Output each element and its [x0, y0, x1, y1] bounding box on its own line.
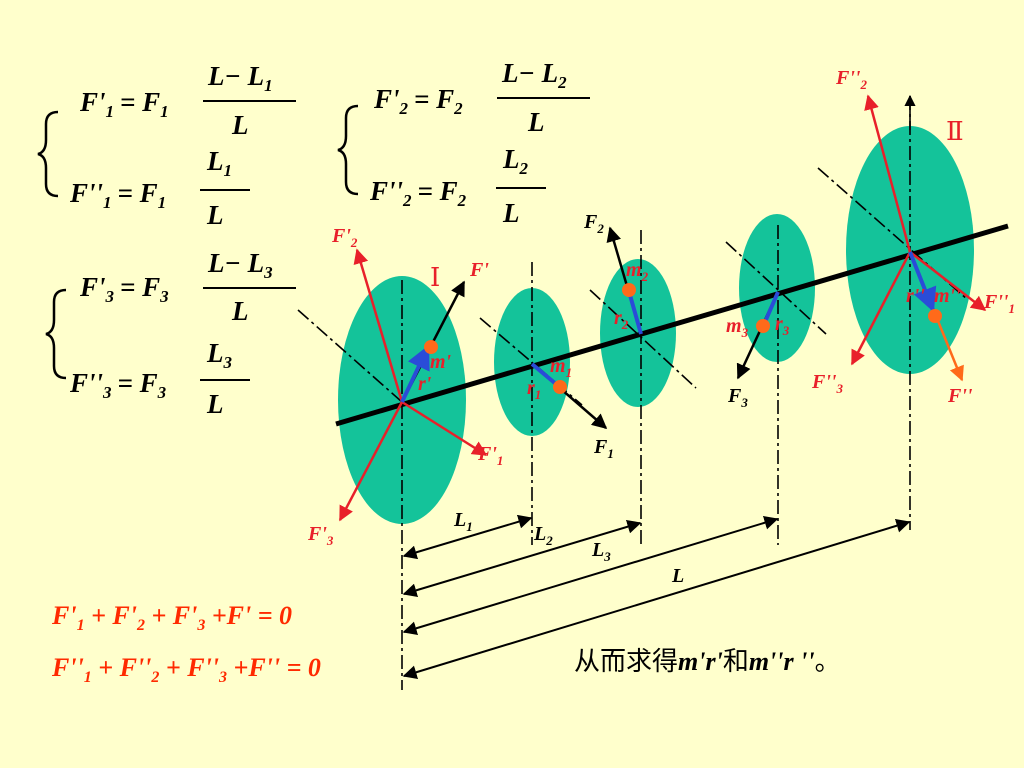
shaft: [335, 223, 1009, 427]
force-F-double-prime-2: [864, 94, 912, 253]
label-plane-2: Ⅱ: [946, 117, 964, 147]
label-F2: F2: [583, 211, 604, 236]
label-m2: m2: [626, 259, 649, 284]
label-L: L: [671, 565, 684, 587]
dimension-lines: [402, 514, 911, 680]
formula-f1pp-num: L1: [206, 146, 232, 180]
radius-r1: [530, 362, 558, 386]
mass-m1: [553, 380, 567, 394]
brace-1: [37, 110, 59, 198]
label-m3: m3: [726, 315, 749, 340]
label-F-prime: F': [469, 259, 489, 281]
label-r-double-prime: r'': [906, 285, 925, 307]
force-F-prime-1: [401, 400, 488, 457]
disc-3-vectors: [736, 291, 780, 380]
label-F-prime-1: F'1: [477, 443, 503, 468]
label-F-double-prime: F'': [947, 385, 973, 407]
conclusion-text: 从而求得m'r'和m''r ''。: [574, 647, 841, 677]
label-r-prime: r': [418, 373, 432, 395]
formula-f1p-den: L: [231, 110, 249, 140]
formula-f1pp: F''1= F1: [69, 178, 166, 212]
sum-equation-prime: F'1 + F'2 + F'3 +F' = 0: [51, 601, 292, 634]
force-F-double-prime-3: [850, 251, 912, 366]
formula-f1p-num: L− L1: [207, 61, 273, 95]
formula-f2p: F'2= F2: [373, 84, 463, 118]
mass-m-prime: [424, 340, 438, 354]
mass-m2: [622, 283, 636, 297]
label-plane-1: Ⅰ: [430, 263, 440, 293]
disc-2-vectors: [606, 226, 643, 335]
label-L2: L2: [533, 523, 553, 548]
label-r2: r2: [614, 307, 629, 332]
radius-r2: [628, 294, 643, 335]
force-F-double-prime-1: [909, 251, 987, 311]
formula-group-1: F'1= F1 L− L1 L F''1= F1 L1 L: [37, 61, 296, 230]
formula-f2pp: F''2= F2: [369, 176, 467, 210]
label-F-double-prime-2: F''2: [835, 67, 867, 92]
sum-equations: F'1 + F'2 + F'3 +F' = 0 F''1 + F''2 + F'…: [51, 601, 321, 686]
label-L1: L1: [453, 509, 473, 534]
plane-1-vectors: [338, 248, 488, 522]
brace-2: [337, 104, 359, 196]
label-L3: L3: [591, 539, 611, 564]
formula-f1pp-den: L: [206, 200, 224, 230]
vertical-axes: [401, 96, 911, 690]
label-F3: F3: [727, 385, 748, 410]
label-F1: F1: [593, 436, 614, 461]
radius-r-double-prime: [908, 251, 937, 313]
plane-2-vectors: [850, 94, 987, 382]
label-F-double-prime-3: F''3: [811, 371, 843, 396]
formula-f2p-den: L: [527, 107, 545, 137]
radius-r3: [763, 291, 780, 323]
radius-r-prime: [400, 344, 430, 403]
formula-group-3: F'3= F3 L− L3 L F''3= F3 L3 L: [45, 248, 296, 419]
diagram-labels: Ⅰ Ⅱ F'2 F' m' r' F'1 F'3 m1 r1 F1 F2 m2 …: [307, 67, 1015, 587]
sum-equation-double-prime: F''1 + F''2 + F''3 +F'' = 0: [51, 653, 321, 686]
formula-f3pp-den: L: [206, 389, 224, 419]
formula-f2pp-den: L: [502, 198, 520, 228]
label-m-double-prime: m'': [934, 285, 961, 307]
mass-m-double-prime: [928, 309, 942, 323]
mass-m3: [756, 319, 770, 333]
label-r3: r3: [775, 313, 790, 338]
formula-f3p: F'3= F3: [79, 272, 169, 306]
formula-f3p-num: L− L3: [207, 248, 273, 282]
formula-group-2: F'2= F2 L− L2 L F''2= F2 L2 L: [337, 58, 590, 228]
disc-1-vectors: [530, 362, 608, 429]
label-m1: m1: [550, 355, 572, 380]
formula-f3p-den: L: [231, 296, 249, 326]
formula-f2p-num: L− L2: [501, 58, 567, 92]
formula-f2pp-num: L2: [502, 144, 529, 178]
brace-3: [45, 288, 67, 380]
force-F-prime-3: [338, 401, 404, 522]
label-r1: r1: [527, 377, 541, 402]
formula-f1p: F'1= F1: [79, 87, 169, 121]
label-F-prime-2: F'2: [331, 225, 358, 250]
force-F-prime-2: [353, 248, 404, 403]
label-F-double-prime-1: F''1: [983, 291, 1015, 316]
formula-f3pp-num: L3: [206, 338, 233, 372]
formula-f3pp: F''3= F3: [69, 368, 167, 402]
label-m-prime: m': [430, 351, 452, 373]
label-F-prime-3: F'3: [307, 523, 334, 548]
